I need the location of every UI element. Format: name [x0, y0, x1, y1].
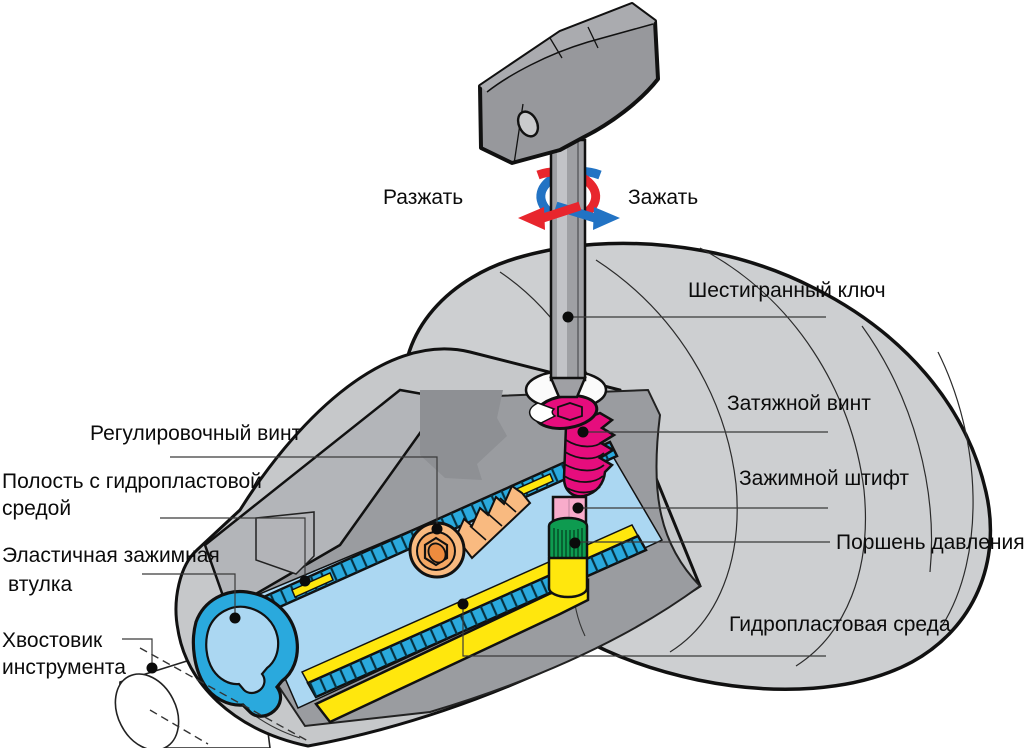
- thread-lines: [563, 439, 605, 494]
- tension-screw: [528, 394, 617, 498]
- callout-sleeve-line1: Эластичная зажимная: [2, 544, 220, 567]
- dashed-axis-line: [149, 709, 209, 745]
- callout-tension-screw: Затяжной винт: [727, 392, 871, 415]
- elastic-sleeve-front: [191, 589, 299, 718]
- handle-facet-line: [549, 26, 599, 59]
- hydroplast-channel-segment: [291, 572, 334, 598]
- leader-dot: [146, 662, 158, 674]
- hex-key-shaft: [549, 138, 587, 382]
- body-contour-arc: [699, 247, 867, 667]
- label-clamp: Зажать: [628, 186, 698, 209]
- leader-line: [122, 638, 153, 668]
- callout-sleeve-line2: втулка: [8, 573, 72, 596]
- hex-key: [549, 138, 587, 399]
- leader-line: [142, 573, 236, 618]
- callout-shank-line2: инструмента: [2, 656, 126, 679]
- labels: Разжать Зажать Шестигранный ключ Затяжно…: [2, 186, 1025, 679]
- clamp-arrow-cross: [538, 201, 582, 224]
- hydroplast-channel: [314, 578, 590, 724]
- handle-hole: [516, 110, 540, 138]
- callout-hex-key: Шестигранный ключ: [688, 279, 886, 302]
- leader-lines: [122, 316, 830, 668]
- leader-dot: [577, 426, 589, 438]
- callout-cavity-line2: средой: [2, 497, 71, 520]
- thread-lines: [469, 497, 517, 541]
- leader-line: [462, 604, 826, 657]
- leader-dot: [569, 537, 581, 549]
- callout-shank-line1: Хвостовик: [2, 629, 103, 652]
- axis-lines: [139, 647, 309, 745]
- hydroplast-column: [547, 556, 589, 599]
- leader-dot: [572, 502, 584, 514]
- callout-cavity-line1: Полость с гидропластовой: [2, 470, 262, 493]
- leader-line: [170, 456, 438, 529]
- body-contour-arc: [595, 259, 738, 653]
- handle-facet-line: [486, 23, 654, 93]
- callout-adjusting-screw: Регулировочный винт: [90, 422, 302, 445]
- hex-socket-depth: [427, 542, 447, 564]
- leader-dots: [146, 311, 589, 674]
- key-handle: [478, 2, 660, 165]
- hex-socket: [557, 402, 583, 421]
- leader-dot: [457, 598, 469, 610]
- label-release: Разжать: [383, 186, 463, 209]
- handle-top-facet: [480, 4, 655, 92]
- body-contour-arc: [861, 325, 933, 573]
- hex-key-tip: [549, 376, 587, 399]
- callout-pressure-piston: Поршень давления: [836, 531, 1025, 554]
- body-contour-arc: [937, 351, 974, 627]
- leader-dot: [229, 612, 241, 624]
- leader-dot: [299, 575, 311, 587]
- adjusting-screw-threads: [454, 484, 532, 560]
- release-arrow-head: [593, 207, 620, 230]
- shaft-highlight: [557, 141, 567, 379]
- head-notch: [528, 402, 557, 424]
- bore-front-face: [205, 605, 280, 695]
- leader-dot: [562, 311, 574, 323]
- clamp-arrow-head: [518, 207, 545, 230]
- cut-step-face: [420, 390, 507, 480]
- leader-line: [160, 517, 306, 581]
- callout-hydroplast-medium: Гидропластовая среда: [729, 613, 951, 636]
- adjusting-screw: [408, 484, 532, 579]
- dashed-axis-line: [139, 647, 309, 742]
- rotation-arrow-heads: [518, 201, 620, 230]
- leader-dot: [431, 523, 443, 535]
- callout-clamping-pin: Зажимной штифт: [739, 467, 909, 490]
